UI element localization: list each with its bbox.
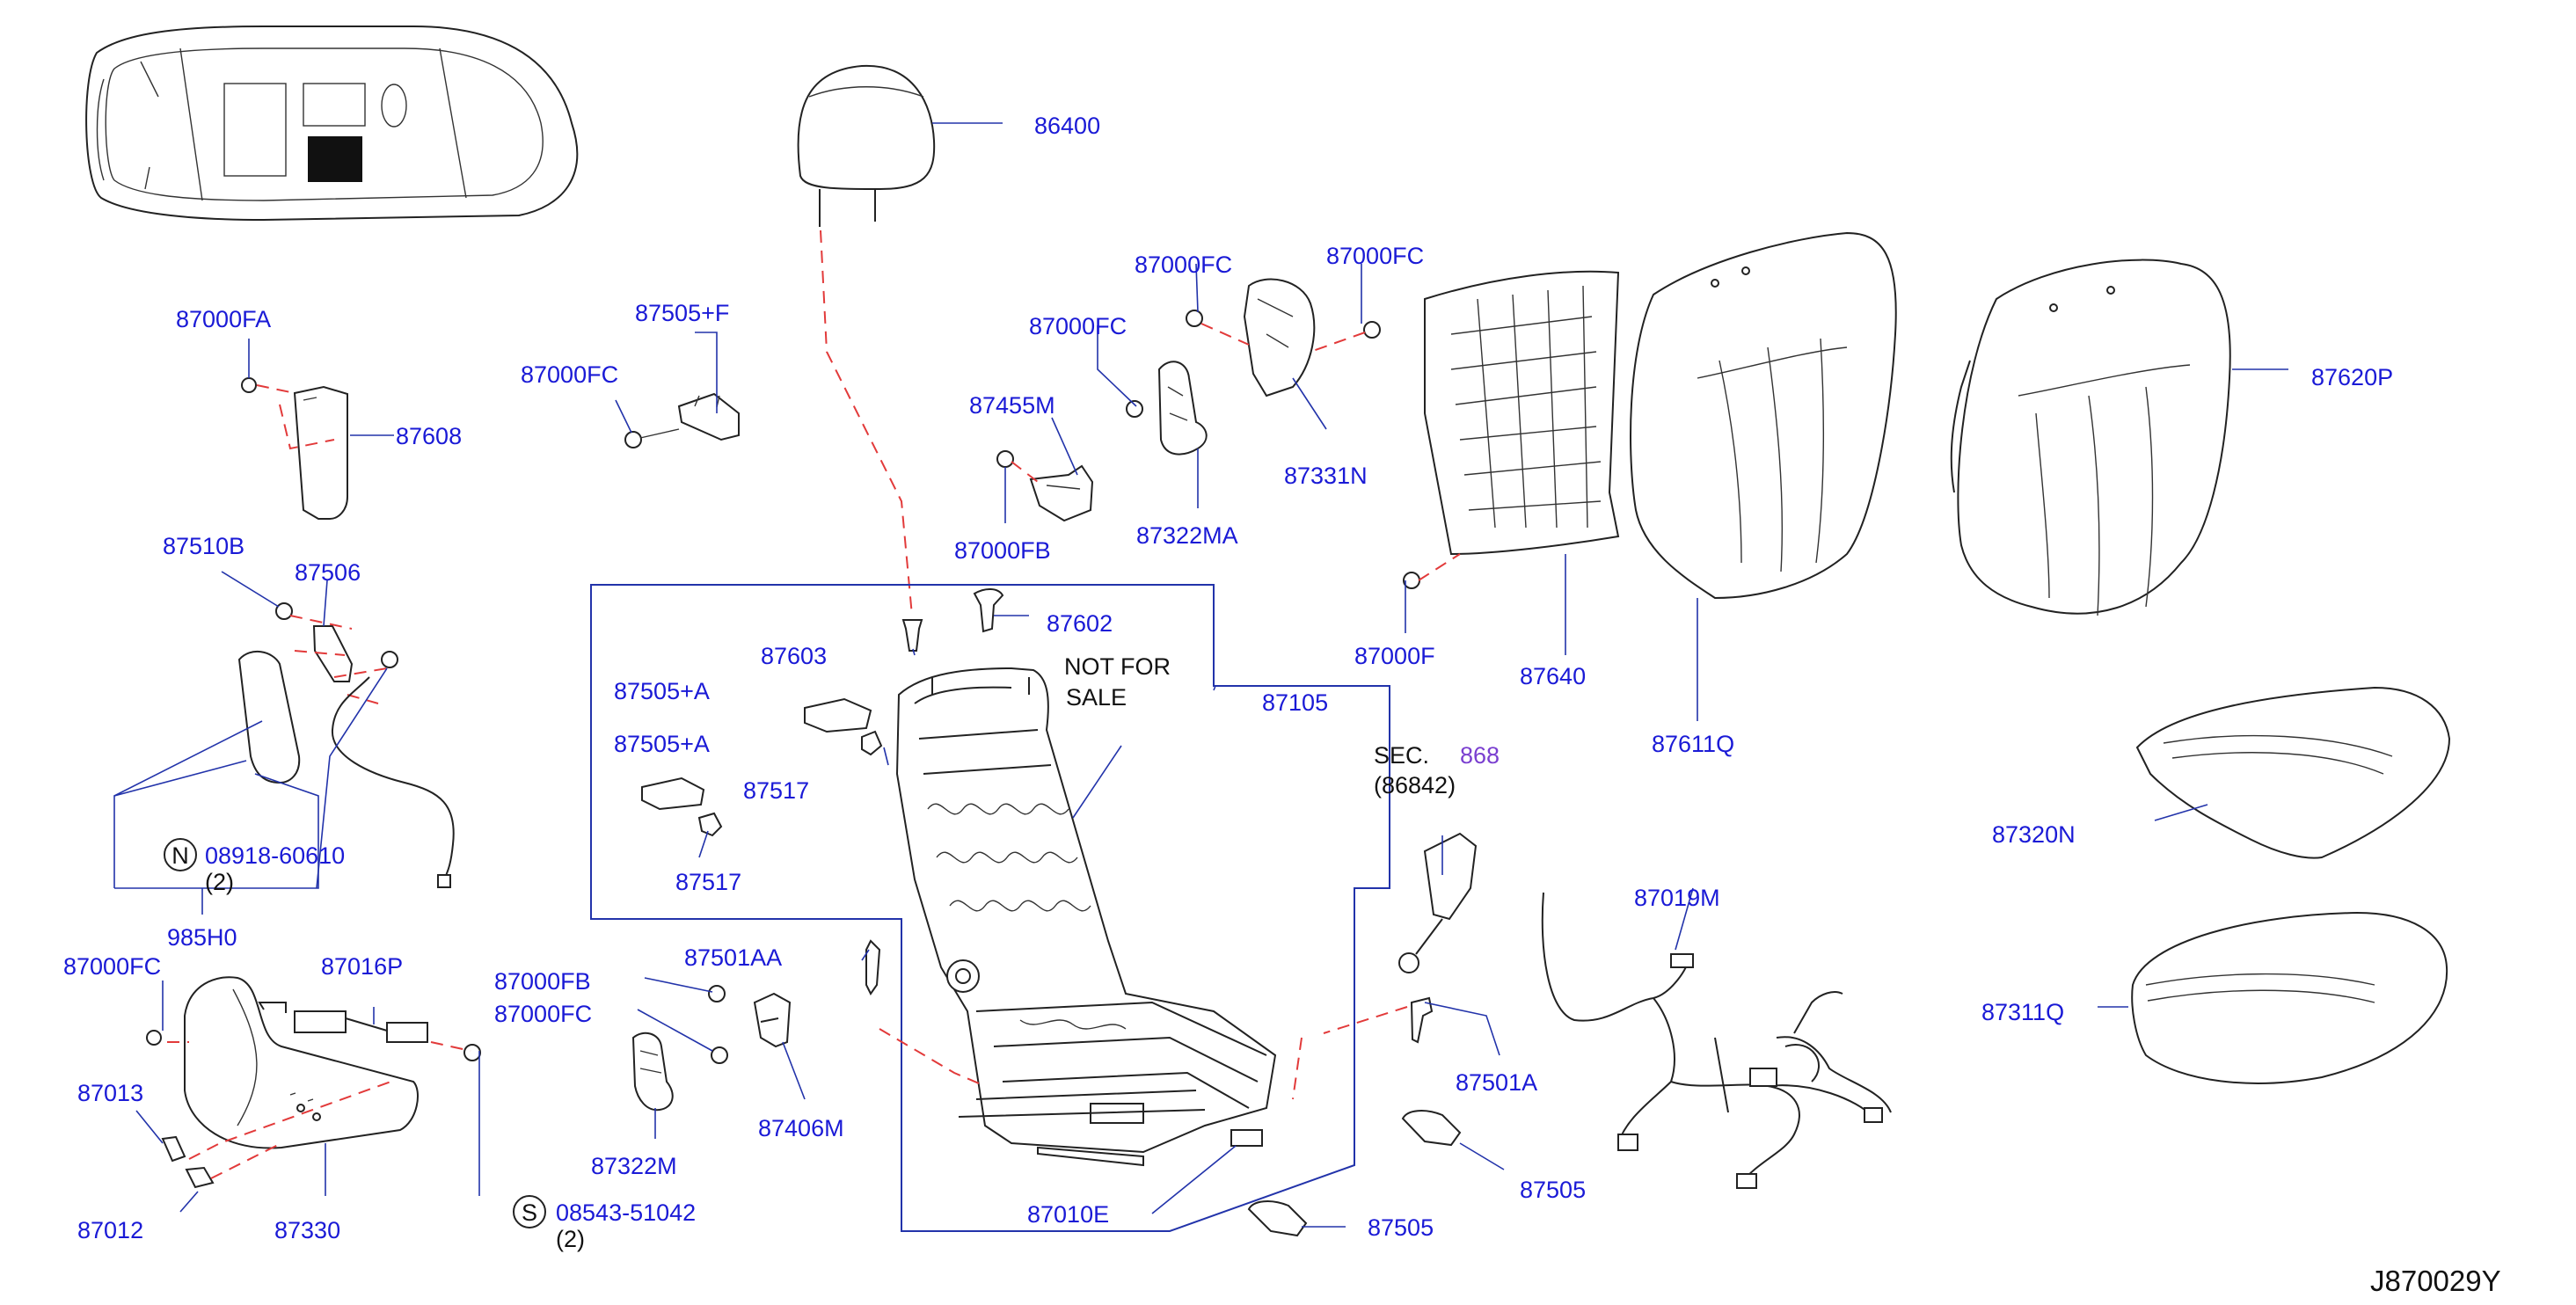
label-87322m: 87322M [591, 1153, 677, 1179]
part-87640-back-board [1403, 270, 1620, 589]
label-87501a: 87501A [1456, 1069, 1537, 1096]
label-87000fc: 87000FC [521, 361, 618, 388]
label-87608: 87608 [396, 423, 462, 449]
not-for-sale-line-1: NOT FOR [1064, 653, 1171, 680]
not-for-sale-line-2: SALE [1066, 684, 1127, 711]
label-87320n: 87320N [1992, 821, 2076, 848]
part-87010e-tab [1230, 1129, 1263, 1147]
part-87505-covers [1247, 1110, 1462, 1237]
label-87000fc: 87000FC [1326, 243, 1424, 269]
label-87311q: 87311Q [1981, 999, 2064, 1025]
label-87012: 87012 [77, 1217, 143, 1243]
label-87013: 87013 [77, 1080, 143, 1106]
label-87330: 87330 [274, 1217, 340, 1243]
part-lower-pivot-covers [631, 939, 986, 1112]
part-87505a-clips [641, 697, 883, 837]
n-badge: N [164, 838, 197, 871]
label-87019m: 87019M [1634, 885, 1720, 911]
label-87505a: 87505+A [614, 731, 710, 757]
frame-group-box [590, 584, 1390, 1232]
label-87000fb: 87000FB [494, 968, 591, 995]
label-87603: 87603 [761, 643, 827, 669]
label-87505: 87505 [1520, 1177, 1586, 1203]
part-87331n-knuckle-cover [1186, 278, 1381, 397]
diagram-code: J870029Y [2370, 1265, 2501, 1297]
label-87010e: 87010E [1027, 1201, 1109, 1228]
label-87505a: 87505+A [614, 678, 710, 704]
svg-text:S: S [522, 1199, 537, 1226]
highlighted-seat-marker [308, 136, 362, 182]
part-87611q-back-pad [1630, 231, 1897, 600]
part-87608-trim [241, 377, 348, 520]
label-86400: 86400 [1034, 113, 1100, 139]
section-ref-sub: (86842) [1374, 772, 1456, 798]
label-87000fb: 87000FB [954, 537, 1051, 564]
section-ref-prefix: SEC. [1374, 742, 1429, 769]
label-87000fa: 87000FA [176, 306, 271, 332]
section-ref-number[interactable]: 868 [1460, 742, 1500, 769]
label-08543-51042: 08543-51042 [556, 1199, 696, 1226]
label-87105: 87105 [1262, 689, 1328, 716]
label-87000fc: 87000FC [494, 1001, 592, 1027]
label-87505: 87505 [1368, 1214, 1434, 1241]
label-87517: 87517 [675, 869, 741, 895]
label-87501aa: 87501AA [684, 944, 782, 971]
part-86400-headrest [797, 64, 936, 616]
part-87105-seat-frame [895, 667, 1277, 1167]
label-08918-qty: (2) [205, 869, 234, 895]
label-87506: 87506 [295, 559, 361, 586]
label-87517: 87517 [743, 777, 809, 804]
part-87320n-cushion-pad [2135, 686, 2451, 859]
label-87000fc: 87000FC [1029, 313, 1127, 339]
label-87016p: 87016P [321, 953, 403, 980]
svg-text:N: N [171, 842, 189, 869]
part-87455m-bracket [996, 450, 1094, 522]
label-08918-60610: 08918-60610 [205, 842, 345, 869]
label-87505f: 87505+F [635, 300, 729, 326]
vehicle-top-view [85, 26, 579, 222]
part-labels: 87000FA 87608 87505+F 87000FC 86400 8700… [63, 113, 2393, 1252]
label-87000fc: 87000FC [63, 953, 161, 980]
label-87455m: 87455M [969, 392, 1055, 419]
s-badge: S [513, 1195, 546, 1228]
label-87611q: 87611Q [1652, 731, 1734, 757]
part-87620p-back-cover [1950, 259, 2231, 616]
part-87322ma-cover [1126, 361, 1208, 456]
label-985h0: 985H0 [167, 924, 237, 951]
part-87311q-cushion-cover [2131, 911, 2448, 1084]
label-08543-qty: (2) [556, 1226, 585, 1252]
label-87000f: 87000F [1354, 643, 1435, 669]
label-87602: 87602 [1047, 610, 1113, 637]
part-seatbelt-buckle [1398, 832, 1478, 973]
leader-lines [113, 122, 2288, 1228]
label-87000fc: 87000FC [1135, 252, 1232, 278]
label-87331n: 87331N [1284, 463, 1368, 489]
label-87406m: 87406M [758, 1115, 844, 1141]
label-87640: 87640 [1520, 663, 1586, 689]
label-87322ma: 87322MA [1136, 522, 1238, 549]
part-side-cover-assembly [237, 602, 455, 888]
part-87505f-clip [624, 392, 740, 448]
part-87501a-bolt [1292, 996, 1434, 1100]
part-87019m-harness [1541, 892, 1892, 1189]
label-87620p: 87620P [2311, 364, 2393, 390]
part-87603-87602-guides [901, 588, 1004, 652]
label-87510b: 87510B [163, 533, 244, 559]
part-87330-shield [146, 976, 481, 1189]
